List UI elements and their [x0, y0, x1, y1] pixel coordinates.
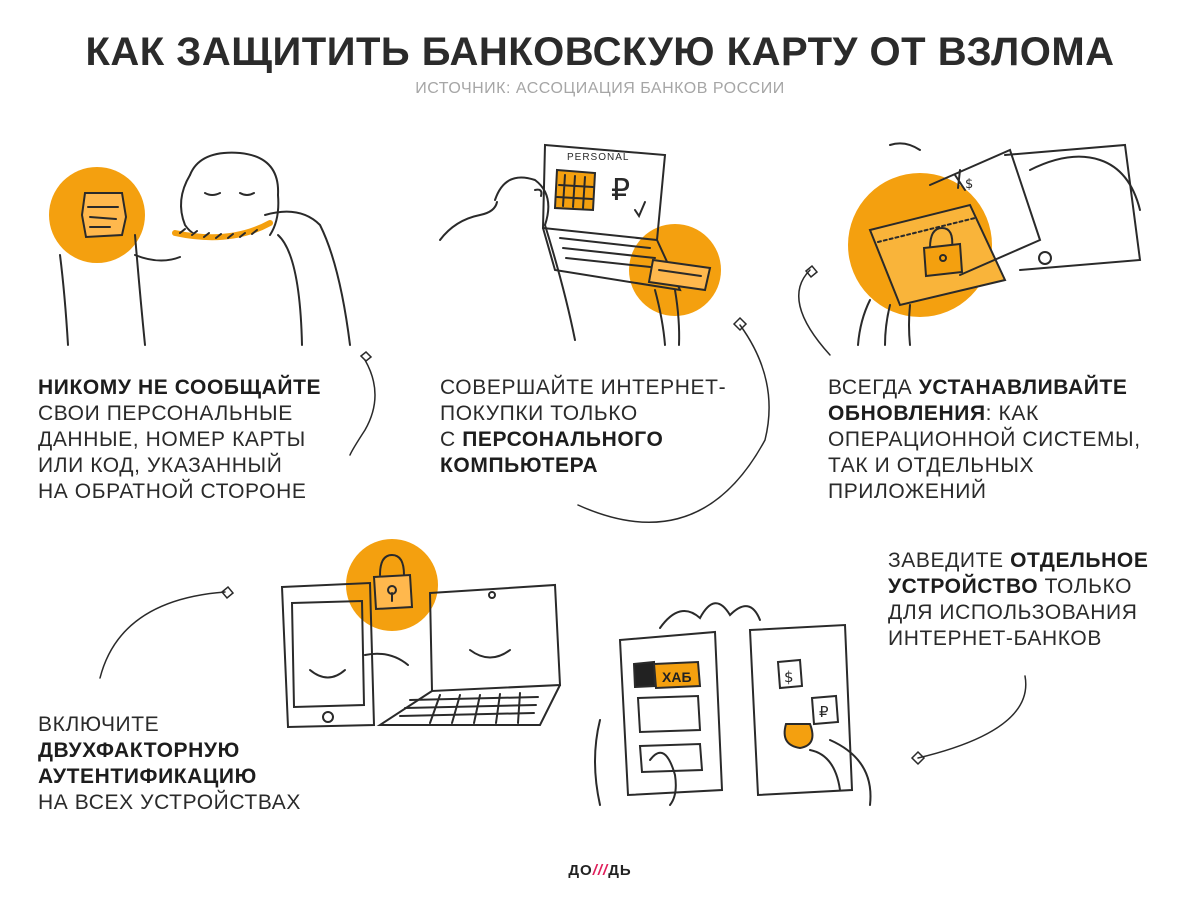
dollar-symbol: $ — [784, 668, 794, 686]
ruble-symbol: ₽ — [611, 173, 630, 208]
tip-line: ДВУХФАКТОРНУЮ — [38, 738, 378, 764]
tip-line: ЗАВЕДИТЕ ОТДЕЛЬНОЕ — [888, 548, 1188, 574]
tip-text: ТАК И ОТДЕЛЬНЫХ — [828, 454, 1035, 477]
tip-text: ВКЛЮЧИТЕ — [38, 713, 160, 736]
tip-line: ДАННЫЕ, НОМЕР КАРТЫ — [38, 427, 368, 453]
tip-line: СОВЕРШАЙТЕ ИНТЕРНЕТ- — [440, 375, 770, 401]
tip-text: ИНТЕРНЕТ-БАНКОВ — [888, 627, 1102, 650]
tip-line: НИКОМУ НЕ СООБЩАЙТЕ — [38, 375, 368, 401]
tip-text: ВСЕГДА — [828, 376, 919, 399]
tip-line: С ПЕРСОНАЛЬНОГО — [440, 427, 770, 453]
tip-text: ТОЛЬКО — [1038, 575, 1133, 598]
tip-line: АУТЕНТИФИКАЦИЮ — [38, 764, 378, 790]
tip-text: ПОКУПКИ ТОЛЬКО — [440, 402, 638, 425]
tip-two-factor: ВКЛЮЧИТЕ ДВУХФАКТОРНУЮ АУТЕНТИФИКАЦИЮ НА ВС… — [38, 712, 378, 816]
tip-line: НА ВСЕХ УСТРОЙСТВАХ — [38, 790, 378, 816]
tip-text: С — [440, 428, 463, 451]
tip-emphasis: АУТЕНТИФИКАЦИЮ — [38, 765, 257, 788]
tip-line: ПОКУПКИ ТОЛЬКО — [440, 401, 770, 427]
ruble-symbol: ₽ — [819, 703, 829, 721]
updates-illustration: $ — [848, 130, 1160, 350]
tip-text: НА ВСЕХ УСТРОЙСТВАХ — [38, 791, 301, 814]
tip-emphasis: НИКОМУ НЕ СООБЩАЙТЕ — [38, 376, 322, 399]
tip-emphasis: УСТАНАВЛИВАЙТЕ — [918, 376, 1128, 399]
tip-no-sharing: НИКОМУ НЕ СООБЩАЙТЕ СВОИ ПЕРСОНАЛЬНЫЕ ДАНН… — [38, 375, 368, 505]
logo-right: ДЬ — [608, 862, 632, 879]
tip-line: ДЛЯ ИСПОЛЬЗОВАНИЯ — [888, 600, 1188, 626]
tip-line: КОМПЬЮТЕРА — [440, 453, 770, 479]
source-subtitle: ИСТОЧНИК: АССОЦИАЦИЯ БАНКОВ РОССИИ — [415, 80, 785, 97]
tip-text: ДАННЫЕ, НОМЕР КАРТЫ — [38, 428, 306, 451]
logo-left: ДО — [568, 862, 593, 879]
tip-emphasis: УСТРОЙСТВО — [888, 575, 1039, 598]
tip-text: ОПЕРАЦИОННОЙ СИСТЕМЫ, — [828, 428, 1141, 451]
tip-line: СВОИ ПЕРСОНАЛЬНЫЕ — [38, 401, 368, 427]
logo-mark: /// — [592, 862, 609, 879]
tip-text: НА ОБРАТНОЙ СТОРОНЕ — [38, 480, 307, 503]
tip-line: ВКЛЮЧИТЕ — [38, 712, 378, 738]
khab-label: ХАБ — [662, 669, 692, 685]
tip-text: ЗАВЕДИТЕ — [888, 549, 1011, 572]
page-title: КАК ЗАЩИТИТЬ БАНКОВСКУЮ КАРТУ ОТ ВЗЛОМА — [85, 30, 1115, 74]
tip-emphasis: ОБНОВЛЕНИЯ — [828, 402, 986, 425]
tip-text: СВОИ ПЕРСОНАЛЬНЫЕ — [38, 402, 293, 425]
tip-text: ПРИЛОЖЕНИЙ — [828, 480, 987, 503]
tip-emphasis: КОМПЬЮТЕРА — [440, 454, 599, 477]
tip-line: ТАК И ОТДЕЛЬНЫХ — [828, 453, 1173, 479]
tip-line: ВСЕГДА УСТАНАВЛИВАЙТЕ — [828, 375, 1173, 401]
personal-computer-illustration: PERSONAL ₽ — [435, 140, 721, 350]
dollar-symbol: $ — [965, 177, 973, 192]
tip-text: СОВЕРШАЙТЕ ИНТЕРНЕТ- — [440, 376, 727, 399]
tip-line: ИЛИ КОД, УКАЗАННЫЙ — [38, 453, 368, 479]
two-factor-illustration — [270, 539, 570, 735]
tip-emphasis: ОТДЕЛЬНОЕ — [1010, 549, 1149, 572]
tip-emphasis: ПЕРСОНАЛЬНОГО — [462, 428, 664, 451]
tip-line: ОПЕРАЦИОННОЙ СИСТЕМЫ, — [828, 427, 1173, 453]
zipped-mouth-illustration — [49, 145, 370, 355]
tip-line: НА ОБРАТНОЙ СТОРОНЕ — [38, 479, 368, 505]
tip-text: ДЛЯ ИСПОЛЬЗОВАНИЯ — [888, 601, 1138, 624]
separate-device-illustration: ХАБ $ ₽ — [590, 590, 880, 805]
tip-text: ИЛИ КОД, УКАЗАННЫЙ — [38, 454, 283, 477]
tip-line: ОБНОВЛЕНИЯ: КАК — [828, 401, 1173, 427]
tip-emphasis: ДВУХФАКТОРНУЮ — [38, 739, 240, 762]
tip-line: ИНТЕРНЕТ-БАНКОВ — [888, 626, 1188, 652]
tip-text: : КАК — [985, 402, 1039, 425]
tip-line: УСТРОЙСТВО ТОЛЬКО — [888, 574, 1188, 600]
tip-line: ПРИЛОЖЕНИЙ — [828, 479, 1173, 505]
dozhd-logo: ДО///ДЬ — [0, 862, 1200, 879]
personal-label: PERSONAL — [567, 152, 629, 163]
